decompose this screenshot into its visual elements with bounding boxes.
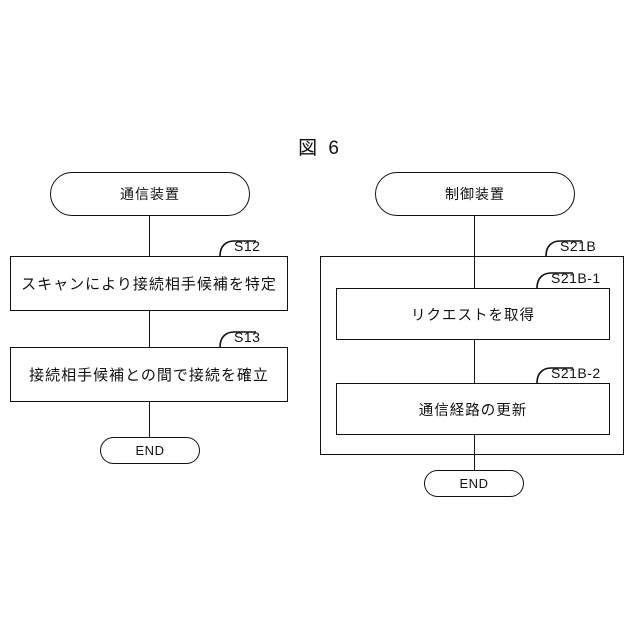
step-ref-s21b: S21B	[560, 238, 597, 254]
process-box-s21b-1[interactable]: リクエストを取得	[336, 288, 610, 340]
process-box-s13[interactable]: 接続相手候補との間で接続を確立	[10, 347, 288, 402]
step-ref-s21b-2: S21B-2	[551, 365, 601, 381]
connector-s13-to-end	[149, 402, 150, 438]
connector-s21b-to-s21b-1	[474, 256, 475, 288]
figure-title: 図 6	[298, 138, 342, 159]
connector-s12-to-s13	[149, 311, 150, 356]
step-ref-s12: S12	[234, 238, 261, 254]
start-node-control-device[interactable]: 制御装置	[375, 172, 575, 216]
connector-s21b-1-to-s21b-2	[474, 340, 475, 383]
leader-line-s12	[219, 240, 256, 257]
start-node-communication-device[interactable]: 通信装置	[50, 172, 250, 216]
end-node-control-device[interactable]: END	[424, 470, 524, 497]
leader-line-s21b-1	[536, 272, 573, 289]
step-ref-s13: S13	[234, 329, 261, 345]
step-ref-s21b-1: S21B-1	[551, 270, 601, 286]
end-node-communication-device[interactable]: END	[100, 437, 200, 464]
process-box-s12[interactable]: スキャンにより接続相手候補を特定	[10, 256, 288, 311]
connector-start-to-s21b	[474, 216, 475, 256]
connector-start-to-s12	[149, 216, 150, 256]
connector-s21b-2-to-end	[474, 435, 475, 470]
process-box-s21b-2[interactable]: 通信経路の更新	[336, 383, 610, 435]
leader-line-s13	[219, 331, 256, 348]
group-box-s21b[interactable]	[320, 256, 624, 455]
leader-line-s21b	[545, 240, 582, 257]
leader-line-s21b-2	[536, 367, 573, 384]
